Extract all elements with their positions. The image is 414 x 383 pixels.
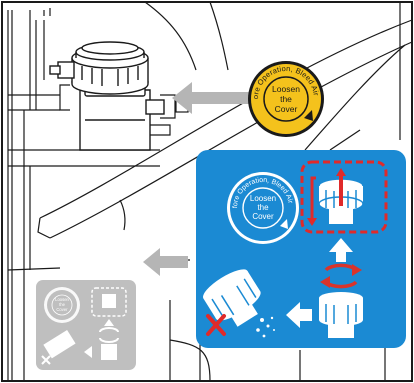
panel-label-line3: Cover <box>252 212 274 221</box>
yellow-label-line1: Loosen <box>272 84 300 94</box>
gray-pointer-arrow <box>143 248 188 276</box>
panel-label-line1: Loosen <box>250 194 276 203</box>
yellow-label-line3: Cover <box>275 104 298 114</box>
yellow-label-line2: the <box>280 94 292 104</box>
pointer-arrow <box>172 82 252 114</box>
yellow-bleed-label: Before Operation, Bleed Air Out Loosen t… <box>0 0 324 137</box>
panel-label-line2: the <box>257 203 269 212</box>
filter-cover-assembly <box>50 42 164 150</box>
gray-instruction-panel: Loosen the Cover <box>36 280 136 370</box>
gray-label-line3: Cover <box>56 307 68 312</box>
